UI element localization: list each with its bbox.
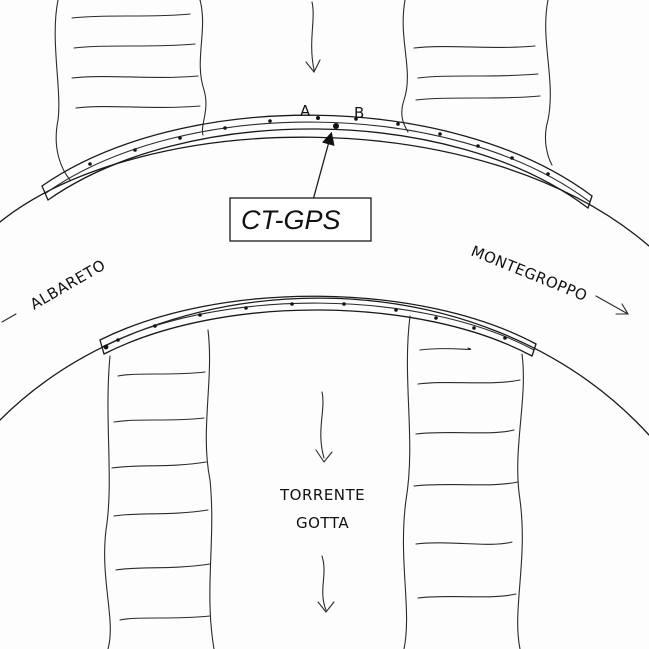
lower-left-bank-inner <box>205 329 215 649</box>
lower-deck-end-left <box>99 339 105 355</box>
left-place-dash <box>1 313 17 323</box>
river-name-line1: TORRENTE <box>279 486 365 504</box>
lower-right-bank-outer <box>517 353 524 649</box>
road-right-arrow-icon <box>595 295 629 315</box>
upper-deck-dots <box>88 116 550 176</box>
lower-deck-inner <box>103 309 533 357</box>
upper-left-hatching <box>71 13 201 109</box>
upper-deck-line <box>45 121 591 203</box>
flow-down-arrow-head-bottom <box>317 601 335 613</box>
flow-down-arrow-head-top <box>305 59 321 74</box>
lower-right-hatching <box>413 347 521 599</box>
road-inner-edge <box>0 297 649 436</box>
lower-right-bank-inner <box>402 315 411 649</box>
upper-right-hatching <box>413 45 541 101</box>
lower-left-hatching <box>111 371 211 621</box>
upper-deck-outer <box>41 114 593 197</box>
sensor-box <box>229 197 372 242</box>
marker-a: A <box>300 102 311 120</box>
marker-b: B <box>354 104 365 122</box>
lower-deck-end-right <box>531 343 537 357</box>
right-place-label: MONTEGROPPO <box>469 242 591 305</box>
upper-deck-end-left <box>41 185 49 201</box>
upper-deck-end-right <box>587 195 593 209</box>
left-place-label: ALBARETO <box>27 256 109 314</box>
sensor-label: CT-GPS <box>241 205 341 235</box>
flow-down-arrow-head-middle <box>315 449 333 463</box>
river-name-line2: GOTTA <box>296 514 349 532</box>
road-right-arrow-head <box>615 303 629 315</box>
lower-left-bank-outer <box>104 355 111 649</box>
upper-deck-inner <box>47 128 589 209</box>
flow-down-arrow-icon-middle <box>320 391 325 459</box>
pointer-up-arrow-icon <box>312 131 335 201</box>
upper-left-bank-outer <box>54 0 71 181</box>
flow-down-arrow-icon-bottom <box>321 555 327 611</box>
lower-deck-dots <box>103 302 507 350</box>
upper-right-bank-outer <box>544 0 553 166</box>
flow-down-arrow-icon-top <box>311 1 315 71</box>
lower-deck-outer <box>99 295 537 345</box>
road-outer-edge <box>0 136 649 247</box>
upper-right-bank-inner <box>401 0 409 133</box>
upper-left-bank-inner <box>199 0 207 136</box>
